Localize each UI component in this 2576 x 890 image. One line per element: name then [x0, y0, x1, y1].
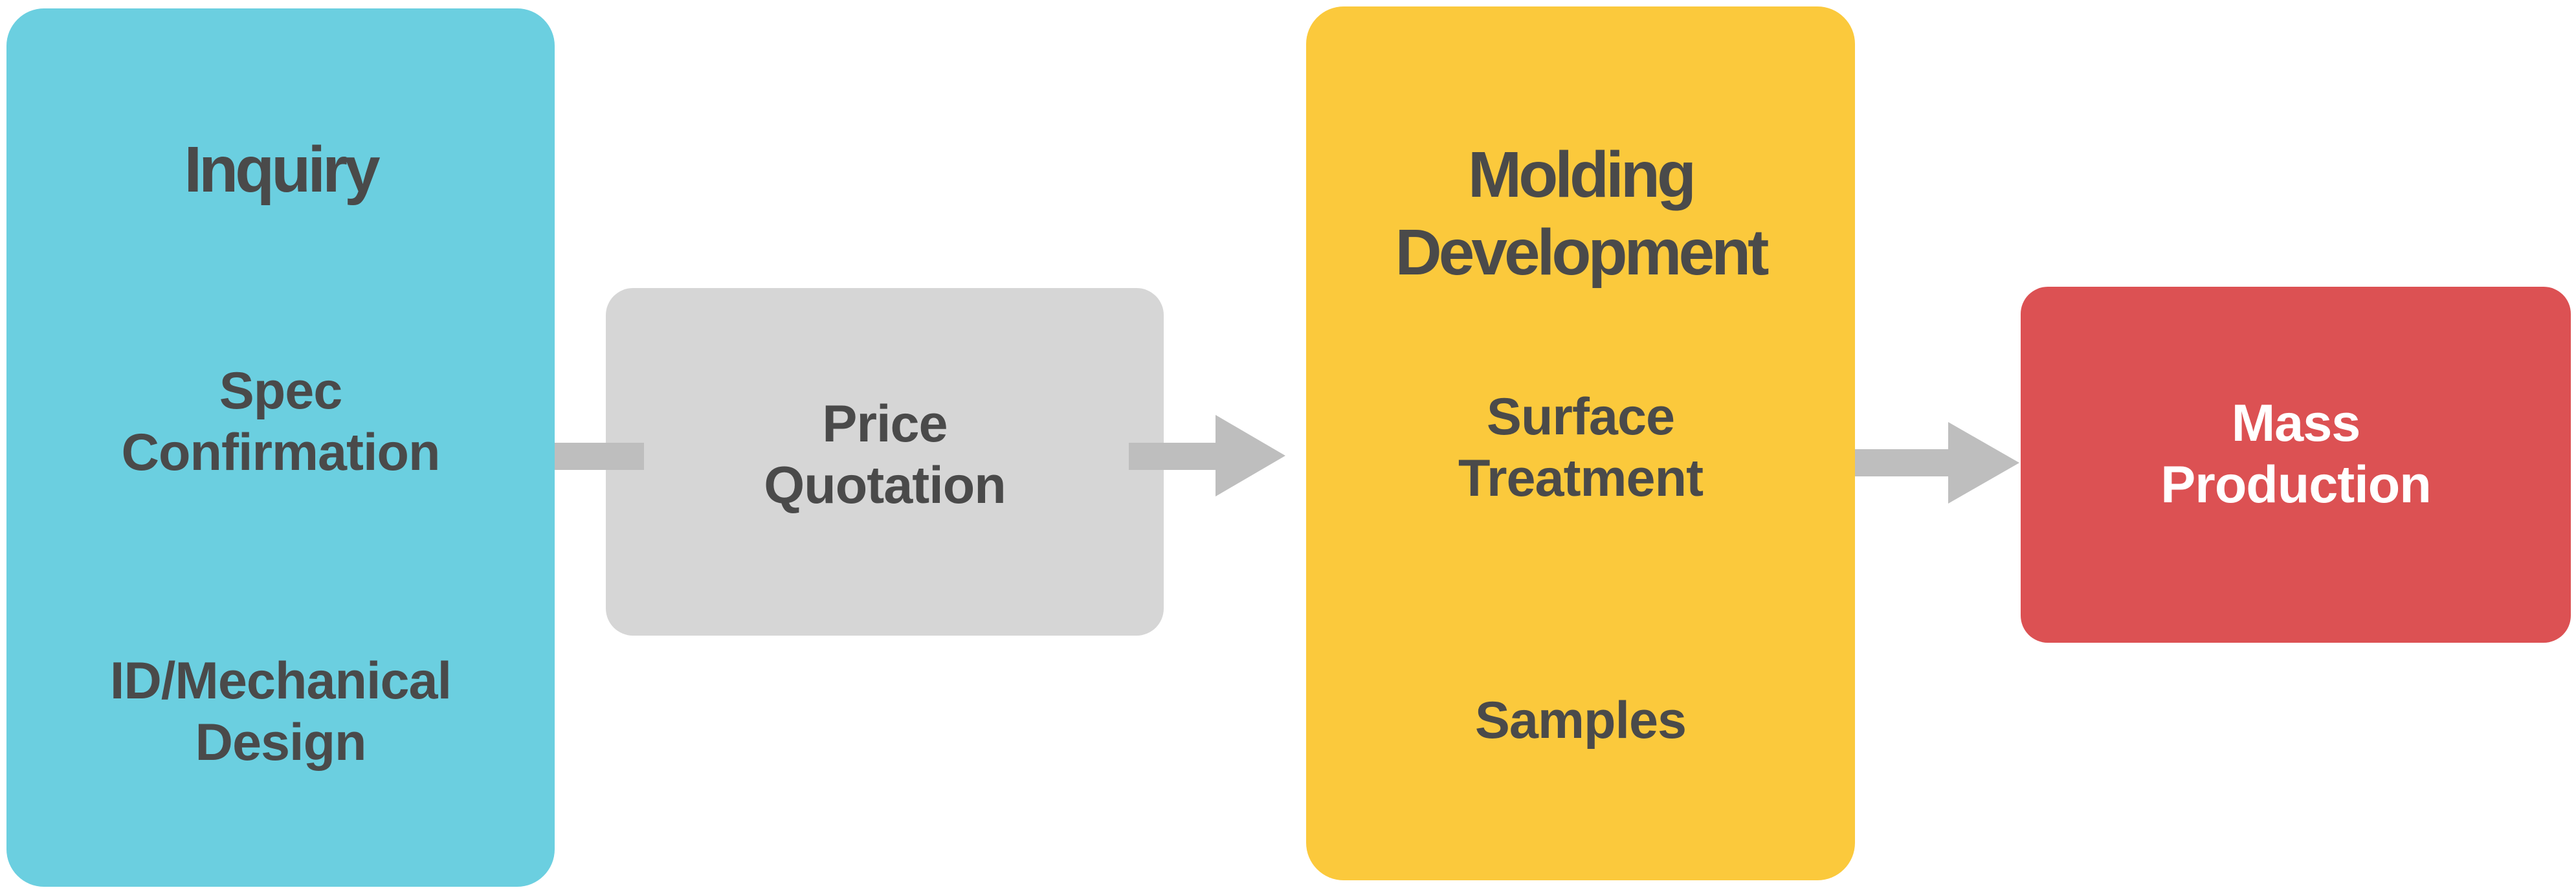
- stage-box-molding-samples: Molding Development Surface Treatment Sa…: [1306, 6, 1855, 880]
- connector-stem-1: [555, 443, 644, 470]
- label-line: Confirmation: [121, 423, 441, 482]
- stage-box-mass-production: Mass Production: [2021, 287, 2571, 643]
- stage1-item-inquiry: Inquiry: [6, 131, 555, 208]
- stage4-item-mass-production: Mass Production: [2021, 393, 2571, 516]
- stage1-item-id-mechanical-design: ID/Mechanical Design: [6, 651, 555, 773]
- label-line: Quotation: [764, 456, 1006, 515]
- label-line: Development: [1395, 216, 1770, 289]
- label-line: Inquiry: [184, 133, 380, 206]
- stage3-item-molding-development: Molding Development: [1306, 136, 1855, 291]
- arrowhead-icon: [1948, 422, 2019, 504]
- stage1-item-spec-confirmation: Spec Confirmation: [6, 361, 555, 484]
- label-line: Mass: [2231, 394, 2361, 452]
- label-line: Surface: [1486, 388, 1675, 446]
- label-line: Price: [822, 395, 948, 453]
- connector-stem-3: [1855, 449, 1948, 476]
- label-line: Samples: [1474, 691, 1687, 750]
- label-line: Treatment: [1458, 449, 1704, 507]
- stage2-item-price-quotation: Price Quotation: [606, 394, 1164, 517]
- label-line: ID/Mechanical: [109, 652, 452, 710]
- label-line: Production: [2160, 456, 2431, 514]
- stage3-item-surface-treatment: Surface Treatment: [1306, 386, 1855, 509]
- label-line: Molding: [1467, 139, 1696, 211]
- connector-stem-2: [1129, 443, 1216, 470]
- stage3-item-samples: Samples: [1306, 690, 1855, 751]
- label-line: Spec: [219, 362, 343, 420]
- arrowhead-icon: [1216, 415, 1285, 496]
- label-line: Design: [195, 713, 366, 772]
- stage-box-inquiry-design: Inquiry Spec Confirmation ID/Mechanical …: [6, 8, 555, 887]
- stage-box-price-quotation: Price Quotation: [606, 288, 1164, 636]
